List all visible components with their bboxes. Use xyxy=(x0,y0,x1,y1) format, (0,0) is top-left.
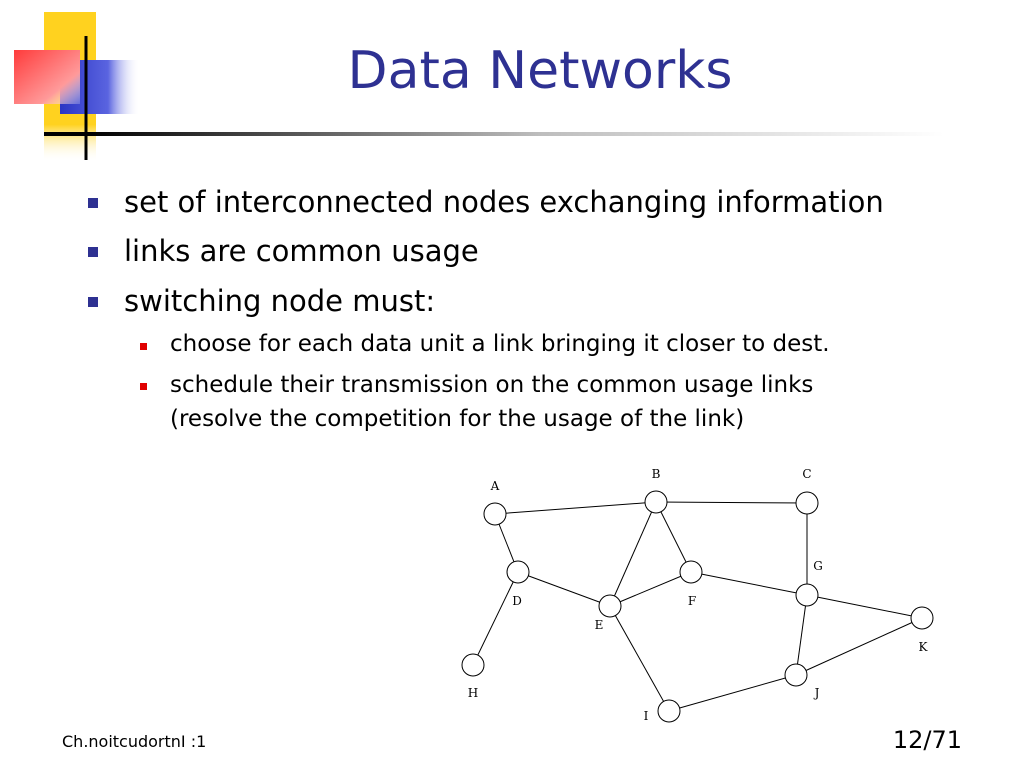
link-G-J xyxy=(795,594,808,676)
bullet-marker xyxy=(88,198,98,208)
sub-bullet-item: choose for each data unit a link bringin… xyxy=(170,331,830,357)
node-label-E: E xyxy=(595,618,604,632)
link-D-H xyxy=(472,571,519,666)
link-B-F xyxy=(655,501,692,573)
page-title: Data Networks xyxy=(347,41,733,101)
bullet-item: switching node must: xyxy=(124,284,436,318)
node-G xyxy=(795,583,819,607)
link-B-E xyxy=(609,501,657,607)
node-K xyxy=(910,606,934,630)
node-H xyxy=(461,653,485,677)
node-C xyxy=(795,491,819,515)
link-A-B xyxy=(494,501,657,515)
node-A xyxy=(483,502,507,526)
page-number: 12/71 xyxy=(892,726,962,754)
node-label-J: J xyxy=(813,686,820,700)
bullet-item: links are common usage xyxy=(124,234,479,268)
node-label-K: K xyxy=(919,640,929,654)
node-B xyxy=(644,490,668,514)
node-label-F: F xyxy=(688,594,696,608)
link-G-K xyxy=(806,594,923,619)
link-F-G xyxy=(690,571,808,596)
link-I-J xyxy=(668,674,797,712)
node-label-G: G xyxy=(813,559,823,573)
link-J-K xyxy=(795,617,923,676)
chapter-footer: Ch.noitcudortnI :1 xyxy=(62,732,207,751)
link-E-I xyxy=(609,605,670,712)
sub-bullet-item: schedule their transmission on the commo… xyxy=(170,372,814,398)
bullet-marker xyxy=(88,297,98,307)
sub-bullet-item-continuation: (resolve the competition for the usage o… xyxy=(170,406,745,432)
bullet-item: set of interconnected nodes exchanging i… xyxy=(124,185,884,219)
title-underline xyxy=(44,132,944,136)
link-E-F xyxy=(609,571,692,607)
node-label-H: H xyxy=(468,686,478,700)
network-links xyxy=(472,501,923,712)
node-label-D: D xyxy=(512,594,522,608)
node-J xyxy=(784,663,808,687)
link-B-C xyxy=(655,501,808,504)
node-label-B: B xyxy=(652,467,661,481)
node-label-A: A xyxy=(490,479,500,493)
node-D xyxy=(506,560,530,584)
node-F xyxy=(679,560,703,584)
link-D-E xyxy=(517,571,611,607)
slide-logo xyxy=(14,12,140,162)
bullet-marker xyxy=(88,247,98,257)
sub-bullet-marker xyxy=(140,343,147,350)
sub-bullet-marker xyxy=(140,383,147,390)
node-I xyxy=(657,699,681,723)
network-diagram: A B C D E F G H I J K xyxy=(461,467,934,723)
network-nodes: A B C D E F G H I J K xyxy=(461,467,934,723)
node-label-I: I xyxy=(644,709,649,723)
node-E xyxy=(598,594,622,618)
node-label-C: C xyxy=(802,467,811,481)
